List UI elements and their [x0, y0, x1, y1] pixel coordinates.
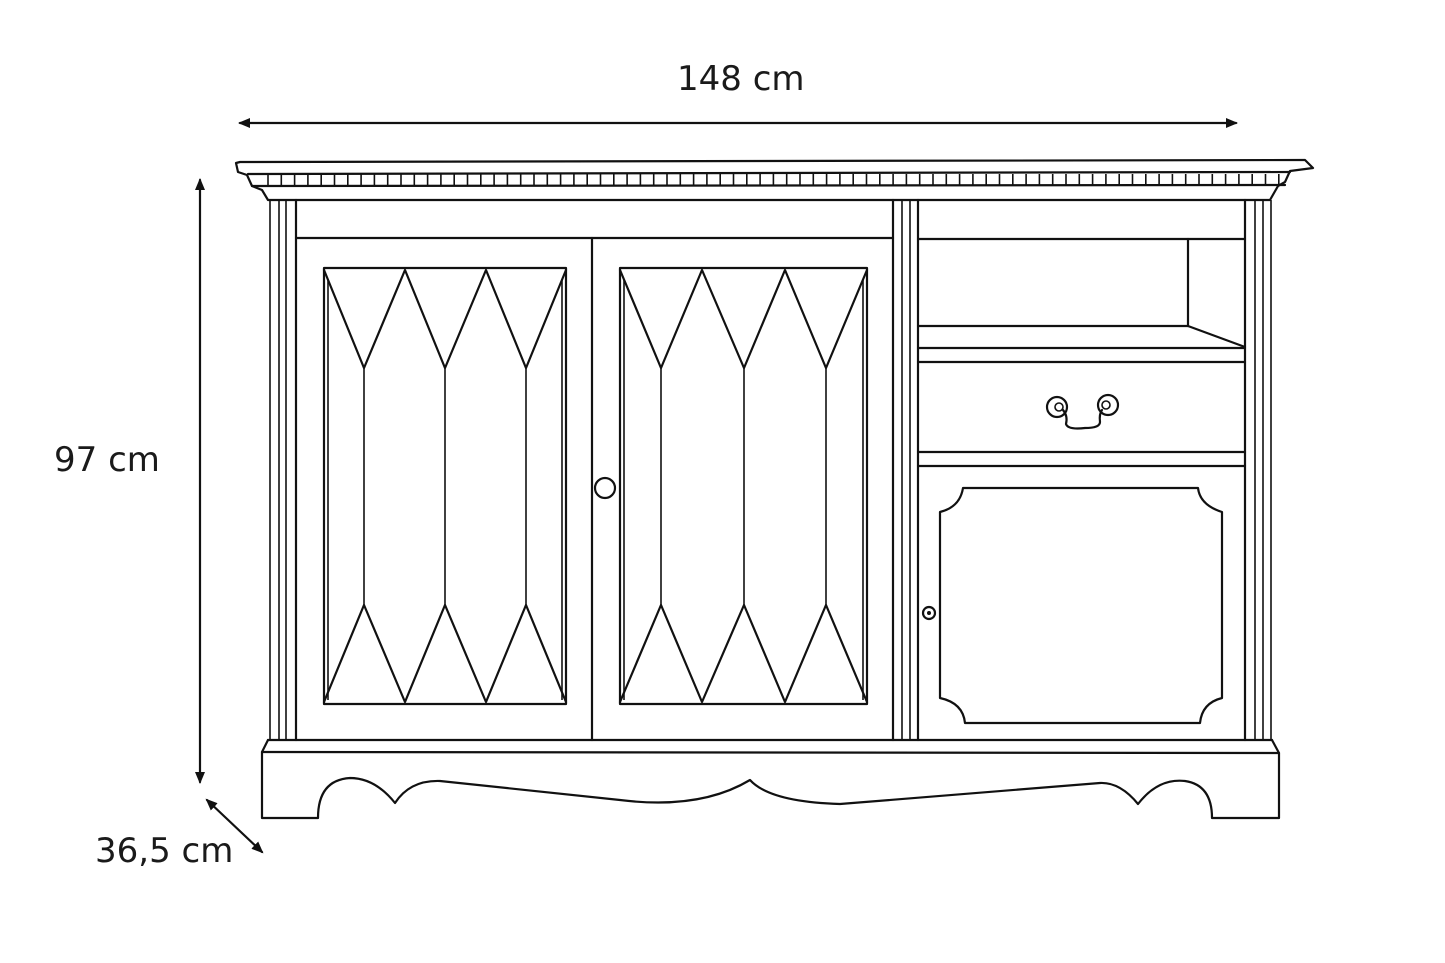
right-door: [921, 486, 1224, 725]
height-label: 97 cm: [54, 440, 160, 480]
center-divider: [891, 198, 920, 742]
dentil-molding: [267, 174, 1280, 185]
right-pilaster: [1243, 198, 1272, 742]
left-door-2: [618, 266, 869, 706]
left-door-1: [322, 236, 594, 742]
depth-dimension-arrow: [205, 798, 264, 854]
keyhole-knob-icon: [921, 605, 937, 621]
scalloped-base: [260, 738, 1281, 820]
top-cornice: [234, 158, 1315, 202]
bail-pull-handle-icon: [1045, 393, 1120, 430]
depth-label: 36,5 cm: [95, 831, 234, 871]
drawer: [916, 393, 1247, 468]
open-shelf: [916, 237, 1247, 364]
door-knob-icon: [593, 476, 617, 500]
left-pilaster: [269, 198, 298, 742]
width-label: 148 cm: [677, 59, 805, 99]
